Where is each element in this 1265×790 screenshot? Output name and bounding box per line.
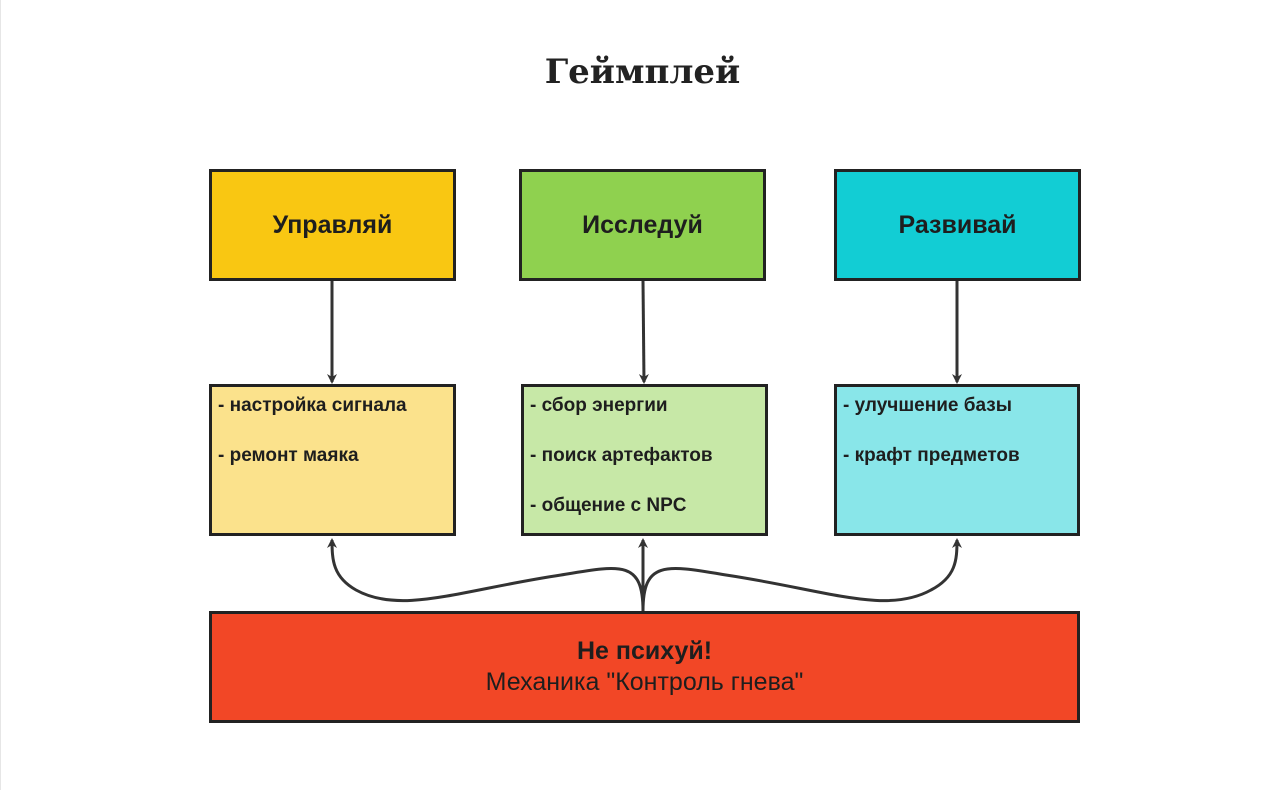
list-item: - поиск артефактов [530, 445, 713, 466]
core-mechanic-node: Не психуй! Механика "Контроль гнева" [209, 611, 1080, 723]
details-control: - настройка сигнала - ремонт маяка [209, 384, 456, 536]
arrow-core-develop [641, 538, 962, 612]
list-item: - настройка сигнала [218, 395, 407, 416]
node-label: Исследуй [582, 210, 703, 239]
details-explore: - сбор энергии - поиск артефактов - обще… [521, 384, 768, 536]
list-item: - крафт предметов [843, 445, 1020, 466]
node-control: Управляй [209, 169, 456, 281]
node-label: Управляй [272, 210, 393, 239]
node-explore: Исследуй [519, 169, 766, 281]
arrow-core-control [327, 538, 645, 612]
node-label: Развивай [898, 210, 1017, 239]
diagram-title: Геймплей [544, 52, 741, 92]
core-subtitle: Механика "Контроль гнева" [485, 668, 804, 696]
details-develop: - улучшение базы - крафт предметов [834, 384, 1080, 536]
node-develop: Развивай [834, 169, 1081, 281]
list-item: - общение с NPC [530, 495, 687, 516]
arrow-explore [638, 280, 649, 384]
list-item: - ремонт маяка [218, 445, 359, 466]
core-title: Не психуй! [576, 637, 713, 665]
list-item: - сбор энергии [530, 395, 668, 416]
list-item: - улучшение базы [843, 395, 1012, 416]
